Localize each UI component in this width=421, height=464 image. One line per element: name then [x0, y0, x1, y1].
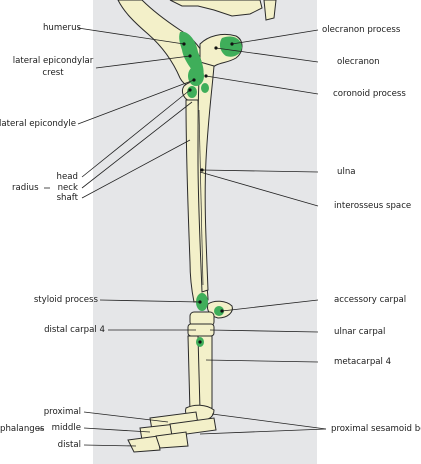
label-olecranon-process: olecranon process [322, 25, 401, 35]
coronoid-highlight [201, 83, 209, 93]
label-distal: distal [57, 440, 81, 450]
forearm [185, 61, 215, 303]
label-humerus: humerus [42, 23, 81, 33]
leader-sesamoid-a [211, 413, 327, 430]
leader-humerus [77, 27, 185, 45]
distal-phalanx [127, 435, 161, 453]
leader-shaft [81, 139, 191, 199]
label-styloid-process: styloid process [33, 295, 98, 305]
label-metacarpal-4: metacarpal 4 [334, 357, 392, 367]
label-lateral-epicondyle: lateral epicondyle [0, 119, 76, 129]
phalanges-bones [127, 404, 217, 453]
rib-fragment [263, 0, 277, 21]
accessory-carpal-highlight [214, 306, 224, 316]
carpal-bones [187, 300, 233, 337]
label-shaft: shaft [56, 193, 78, 203]
leader-styloid [99, 299, 201, 303]
upper-bones [117, 0, 277, 88]
label-interosseus-space: interosseus space [334, 201, 412, 211]
label-head: head [56, 172, 78, 182]
label-proximal: proximal [43, 407, 81, 417]
label-ulna: ulna [337, 167, 356, 177]
scapula-fragment [169, 0, 263, 17]
leader-lines [38, 27, 327, 447]
leader-accessory-carpal [221, 299, 319, 312]
label-lateral-epicondylar-crest-line1: lateral epicondylar [12, 56, 94, 66]
digit-2 [169, 417, 217, 437]
leader-olecranon-process [231, 29, 319, 45]
leader-olecranon [215, 47, 319, 63]
leader-middle-phalanx [83, 427, 151, 433]
label-olecranon: olecranon [337, 57, 380, 67]
metacarpal-3-bone [197, 335, 213, 411]
label-coronoid-process: coronoid process [333, 89, 406, 99]
label-proximal-sesamoid-bones: proximal sesamoid bones [331, 424, 421, 434]
leader-dots [182, 42, 234, 344]
leader-interosseus-space [199, 171, 319, 207]
label-ulnar-carpal: ulnar carpal [334, 327, 386, 337]
leader-coronoid-process [205, 75, 319, 95]
metacarpals [187, 335, 213, 413]
lateral-epicondyle-highlight [188, 66, 204, 86]
label-lateral-epicondylar-crest-line2: crest [42, 68, 64, 78]
label-neck: neck [57, 183, 78, 193]
digit-2b [155, 431, 189, 449]
label-distal-carpal-4: distal carpal 4 [44, 325, 105, 335]
leader-distal-phalanx [83, 444, 137, 447]
olecranon-process-highlight [219, 36, 242, 57]
leader-lateral-epicondyle [77, 79, 195, 125]
label-middle: middle [51, 423, 81, 433]
leader-metacarpal-4 [205, 359, 319, 363]
leader-head [81, 89, 191, 178]
leader-ulna [201, 169, 319, 173]
head-highlight [187, 86, 197, 98]
leader-neck [81, 101, 193, 189]
label-radius: radius [12, 183, 39, 193]
leader-lateral-epicondylar-crest [95, 55, 191, 69]
label-phalanges: phalanges [0, 424, 45, 434]
leader-proximal-phalanx [83, 411, 169, 423]
leader-sesamoid-b [199, 428, 327, 435]
label-accessory-carpal: accessory carpal [334, 295, 407, 305]
interosseus-line [198, 109, 204, 286]
styloid-highlight [196, 293, 208, 311]
leader-ulnar-carpal [209, 329, 319, 333]
